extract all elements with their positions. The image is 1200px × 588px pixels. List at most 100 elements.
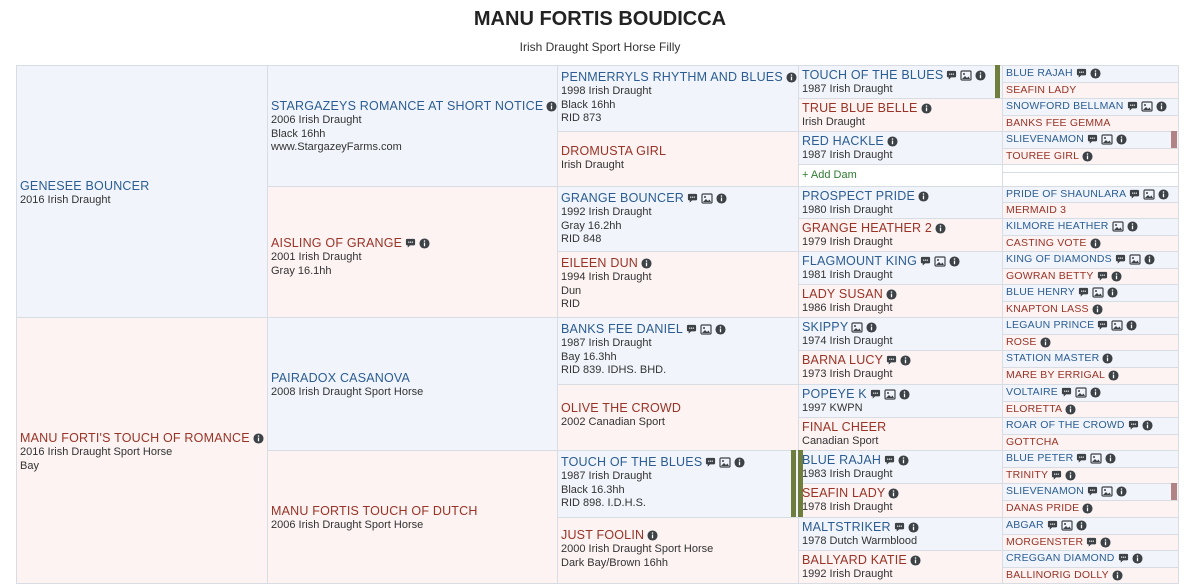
horse-name-abgar[interactable]: ABGAR <box>1006 519 1044 531</box>
info-icon[interactable] <box>715 324 726 335</box>
info-icon[interactable] <box>1107 287 1118 298</box>
info-icon[interactable] <box>1127 221 1138 232</box>
info-icon[interactable] <box>1040 337 1051 348</box>
horse-name-legaun-prince[interactable]: LEGAUN PRINCE <box>1006 319 1095 331</box>
info-icon[interactable] <box>1082 151 1093 162</box>
info-icon[interactable] <box>1132 553 1143 564</box>
info-icon[interactable] <box>647 530 658 541</box>
horse-name-seafin-lady[interactable]: SEAFIN LADY <box>1006 84 1077 96</box>
horse-name-pride-of-shaunlara[interactable]: PRIDE OF SHAUNLARA <box>1006 188 1127 200</box>
horse-name-casting-vote[interactable]: CASTING VOTE <box>1006 237 1087 249</box>
info-icon[interactable] <box>641 258 652 269</box>
comment-icon[interactable] <box>1127 101 1138 112</box>
comment-icon[interactable] <box>884 455 895 466</box>
info-icon[interactable] <box>546 101 557 112</box>
comment-icon[interactable] <box>686 324 697 335</box>
info-icon[interactable] <box>900 355 911 366</box>
horse-name-king-of-diamonds[interactable]: KING OF DIAMONDS <box>1006 253 1112 265</box>
image-icon[interactable] <box>1101 134 1113 145</box>
info-icon[interactable] <box>887 136 898 147</box>
info-icon[interactable] <box>1105 453 1116 464</box>
horse-name-olive-the-crowd[interactable]: OLIVE THE CROWD <box>561 401 682 415</box>
image-icon[interactable] <box>700 324 712 335</box>
info-icon[interactable] <box>1082 503 1093 514</box>
info-icon[interactable] <box>866 322 877 333</box>
comment-icon[interactable] <box>894 522 905 533</box>
image-icon[interactable] <box>1111 221 1124 232</box>
info-icon[interactable] <box>734 457 745 468</box>
image-icon[interactable] <box>1129 254 1141 265</box>
image-icon[interactable] <box>960 70 972 81</box>
comment-icon[interactable] <box>1129 189 1140 200</box>
info-icon[interactable] <box>1090 238 1101 249</box>
info-icon[interactable] <box>1065 470 1076 481</box>
info-icon[interactable] <box>1116 134 1127 145</box>
horse-name-blue-henry[interactable]: BLUE HENRY <box>1006 286 1075 298</box>
info-icon[interactable] <box>1102 353 1113 364</box>
horse-name-trinity[interactable]: TRINITY <box>1006 469 1049 481</box>
image-icon[interactable] <box>1061 520 1073 531</box>
info-icon[interactable] <box>910 555 921 566</box>
horse-name-station-master[interactable]: STATION MASTER <box>1006 352 1100 364</box>
horse-name-creggan-diamond[interactable]: CREGGAN DIAMOND <box>1006 552 1115 564</box>
comment-icon[interactable] <box>1076 68 1087 79</box>
horse-name-danas-pride[interactable]: DANAS PRIDE <box>1006 502 1080 514</box>
horse-name-manu-forti-s-touch-of-romance[interactable]: MANU FORTI'S TOUCH OF ROMANCE <box>20 431 250 445</box>
comment-icon[interactable] <box>1076 453 1087 464</box>
horse-name-final-cheer[interactable]: FINAL CHEER <box>802 420 887 434</box>
horse-name-pairadox-casanova[interactable]: PAIRADOX CASANOVA <box>271 371 411 385</box>
horse-name-just-foolin[interactable]: JUST FOOLIN <box>561 528 645 542</box>
horse-name-grange-heather-2[interactable]: GRANGE HEATHER 2 <box>802 221 933 235</box>
info-icon[interactable] <box>1112 570 1123 581</box>
horse-name-maltstriker[interactable]: MALTSTRIKER <box>802 520 891 534</box>
horse-name-aisling-of-grange[interactable]: AISLING OF GRANGE <box>271 236 403 250</box>
comment-icon[interactable] <box>705 457 716 468</box>
info-icon[interactable] <box>908 522 919 533</box>
horse-name-touch-of-the-blues[interactable]: TOUCH OF THE BLUES <box>561 455 703 469</box>
info-icon[interactable] <box>1116 486 1127 497</box>
horse-name-genesee-bouncer[interactable]: GENESEE BOUNCER <box>20 179 150 193</box>
horse-name-eileen-dun[interactable]: EILEEN DUN <box>561 256 639 270</box>
horse-name-red-hackle[interactable]: RED HACKLE <box>802 134 884 148</box>
horse-name-mare-by-errigal[interactable]: MARE BY ERRIGAL <box>1006 369 1106 381</box>
comment-icon[interactable] <box>1061 387 1072 398</box>
horse-name-blue-rajah[interactable]: BLUE RAJAH <box>802 453 882 467</box>
image-icon[interactable] <box>701 193 713 204</box>
horse-name-roar-of-the-crowd[interactable]: ROAR OF THE CROWD <box>1006 419 1125 431</box>
comment-icon[interactable] <box>687 193 698 204</box>
horse-name-lady-susan[interactable]: LADY SUSAN <box>802 287 883 301</box>
horse-name-blue-peter[interactable]: BLUE PETER <box>1006 452 1074 464</box>
horse-name-manu-fortis-touch-of-dutch[interactable]: MANU FORTIS TOUCH OF DUTCH <box>271 504 478 518</box>
image-icon[interactable] <box>1090 453 1102 464</box>
info-icon[interactable] <box>899 389 910 400</box>
comment-icon[interactable] <box>1087 486 1098 497</box>
horse-name-prospect-pride[interactable]: PROSPECT PRIDE <box>802 189 916 203</box>
horse-name-popeye-k[interactable]: POPEYE K <box>802 387 867 401</box>
comment-icon[interactable] <box>946 70 957 81</box>
horse-name-grange-bouncer[interactable]: GRANGE BOUNCER <box>561 191 684 205</box>
horse-name-voltaire[interactable]: VOLTAIRE <box>1006 386 1058 398</box>
horse-name-rose[interactable]: ROSE <box>1006 336 1037 348</box>
horse-name-skippy[interactable]: SKIPPY <box>802 320 849 334</box>
comment-icon[interactable] <box>1078 287 1089 298</box>
horse-name-penmerryls-rhythm-and-blues[interactable]: PENMERRYLS RHYTHM AND BLUES <box>561 70 783 84</box>
horse-name-ballinorig-dolly[interactable]: BALLINORIG DOLLY <box>1006 569 1109 581</box>
comment-icon[interactable] <box>1047 520 1058 531</box>
info-icon[interactable] <box>1100 537 1111 548</box>
comment-icon[interactable] <box>1118 553 1129 564</box>
info-icon[interactable] <box>918 191 929 202</box>
horse-name-stargazeys-romance-at-short-notice[interactable]: STARGAZEYS ROMANCE AT SHORT NOTICE <box>271 99 544 113</box>
comment-icon[interactable] <box>1128 420 1139 431</box>
info-icon[interactable] <box>786 72 797 83</box>
info-icon[interactable] <box>1090 387 1101 398</box>
info-icon[interactable] <box>949 256 960 267</box>
info-icon[interactable] <box>716 193 727 204</box>
image-icon[interactable] <box>1075 387 1087 398</box>
horse-name-gottcha[interactable]: GOTTCHA <box>1006 436 1059 448</box>
image-icon[interactable] <box>884 389 896 400</box>
horse-name-ballyard-katie[interactable]: BALLYARD KATIE <box>802 553 907 567</box>
info-icon[interactable] <box>1092 304 1103 315</box>
horse-name-touch-of-the-blues[interactable]: TOUCH OF THE BLUES <box>802 68 944 82</box>
image-icon[interactable] <box>719 457 731 468</box>
image-icon[interactable] <box>1092 287 1104 298</box>
